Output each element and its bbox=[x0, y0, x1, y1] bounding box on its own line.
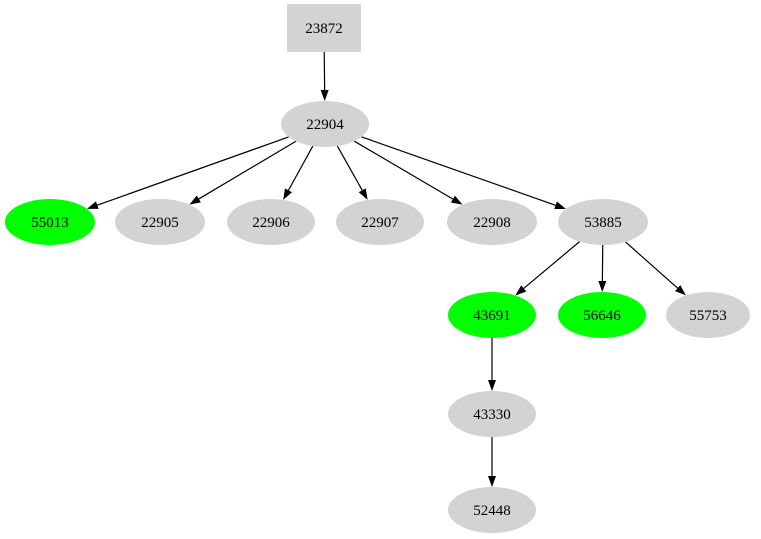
node-ellipse-shape bbox=[448, 487, 536, 533]
edge-line bbox=[336, 145, 363, 191]
arrowhead-icon bbox=[450, 195, 463, 205]
node-label: 43691 bbox=[473, 308, 511, 324]
arrowhead-icon bbox=[86, 201, 99, 209]
edge-line bbox=[97, 136, 289, 206]
node-label: 53885 bbox=[584, 215, 622, 231]
edge-line bbox=[361, 136, 556, 206]
edge-22904-22906 bbox=[283, 145, 314, 200]
node-label: 23872 bbox=[305, 21, 343, 37]
node-ellipse-shape bbox=[281, 101, 369, 147]
node-ellipse-shape bbox=[227, 199, 315, 245]
node-56646: 56646 bbox=[558, 292, 646, 338]
node-label: 22905 bbox=[141, 215, 179, 231]
edge-43330-52448 bbox=[488, 437, 496, 487]
node-52448: 52448 bbox=[448, 487, 536, 533]
node-label: 56646 bbox=[583, 308, 621, 324]
edge-43691-43330 bbox=[488, 338, 496, 391]
node-ellipse-shape bbox=[115, 199, 205, 245]
edge-22904-55013 bbox=[86, 136, 289, 209]
node-43691: 43691 bbox=[448, 292, 536, 338]
edge-line bbox=[353, 140, 454, 200]
node-ellipse-shape bbox=[336, 199, 424, 245]
node-ellipse-shape bbox=[666, 292, 750, 338]
node-ellipse-shape bbox=[5, 199, 95, 245]
arrowhead-icon bbox=[598, 280, 607, 293]
node-43330: 43330 bbox=[448, 391, 536, 437]
node-53885: 53885 bbox=[558, 199, 648, 245]
edge-line bbox=[198, 140, 297, 200]
node-label: 22908 bbox=[473, 215, 511, 231]
edge-22904-22908 bbox=[353, 140, 463, 205]
node-ellipse-shape bbox=[448, 391, 536, 437]
arrowhead-icon bbox=[189, 195, 201, 205]
node-label: 52448 bbox=[473, 503, 511, 519]
edge-53885-43691 bbox=[515, 241, 580, 296]
node-ellipse-shape bbox=[448, 292, 536, 338]
node-label: 55753 bbox=[689, 308, 727, 324]
edge-22904-53885 bbox=[361, 136, 566, 210]
edge-23872-22904 bbox=[320, 51, 329, 102]
node-label: 22904 bbox=[306, 117, 344, 133]
arrowhead-icon bbox=[515, 285, 527, 296]
edge-53885-55753 bbox=[625, 241, 686, 296]
node-label: 22907 bbox=[361, 215, 399, 231]
edge-22904-22905 bbox=[189, 140, 297, 205]
edge-line bbox=[625, 241, 679, 289]
arrowhead-icon bbox=[488, 476, 496, 487]
edge-line bbox=[287, 145, 314, 191]
node-box-shape bbox=[287, 4, 361, 52]
node-22907: 22907 bbox=[336, 199, 424, 245]
node-22908: 22908 bbox=[447, 199, 537, 245]
node-label: 55013 bbox=[31, 215, 69, 231]
node-55013: 55013 bbox=[5, 199, 95, 245]
arrowhead-icon bbox=[488, 380, 496, 391]
node-55753: 55753 bbox=[666, 292, 750, 338]
node-ellipse-shape bbox=[558, 292, 646, 338]
node-ellipse-shape bbox=[447, 199, 537, 245]
edge-22904-22907 bbox=[336, 145, 368, 200]
arrowhead-icon bbox=[554, 201, 566, 210]
node-22904: 22904 bbox=[281, 101, 369, 147]
arrowhead-icon bbox=[358, 188, 368, 200]
node-ellipse-shape bbox=[558, 199, 648, 245]
node-22905: 22905 bbox=[115, 199, 205, 245]
edge-53885-56646 bbox=[598, 244, 607, 293]
node-label: 22906 bbox=[252, 215, 290, 231]
arrowhead-icon bbox=[320, 89, 329, 102]
node-23872: 23872 bbox=[287, 4, 361, 52]
arrowhead-icon bbox=[675, 285, 686, 296]
node-22906: 22906 bbox=[227, 199, 315, 245]
edge-line bbox=[523, 241, 580, 289]
node-label: 43330 bbox=[473, 407, 511, 423]
arrowhead-icon bbox=[283, 188, 292, 200]
